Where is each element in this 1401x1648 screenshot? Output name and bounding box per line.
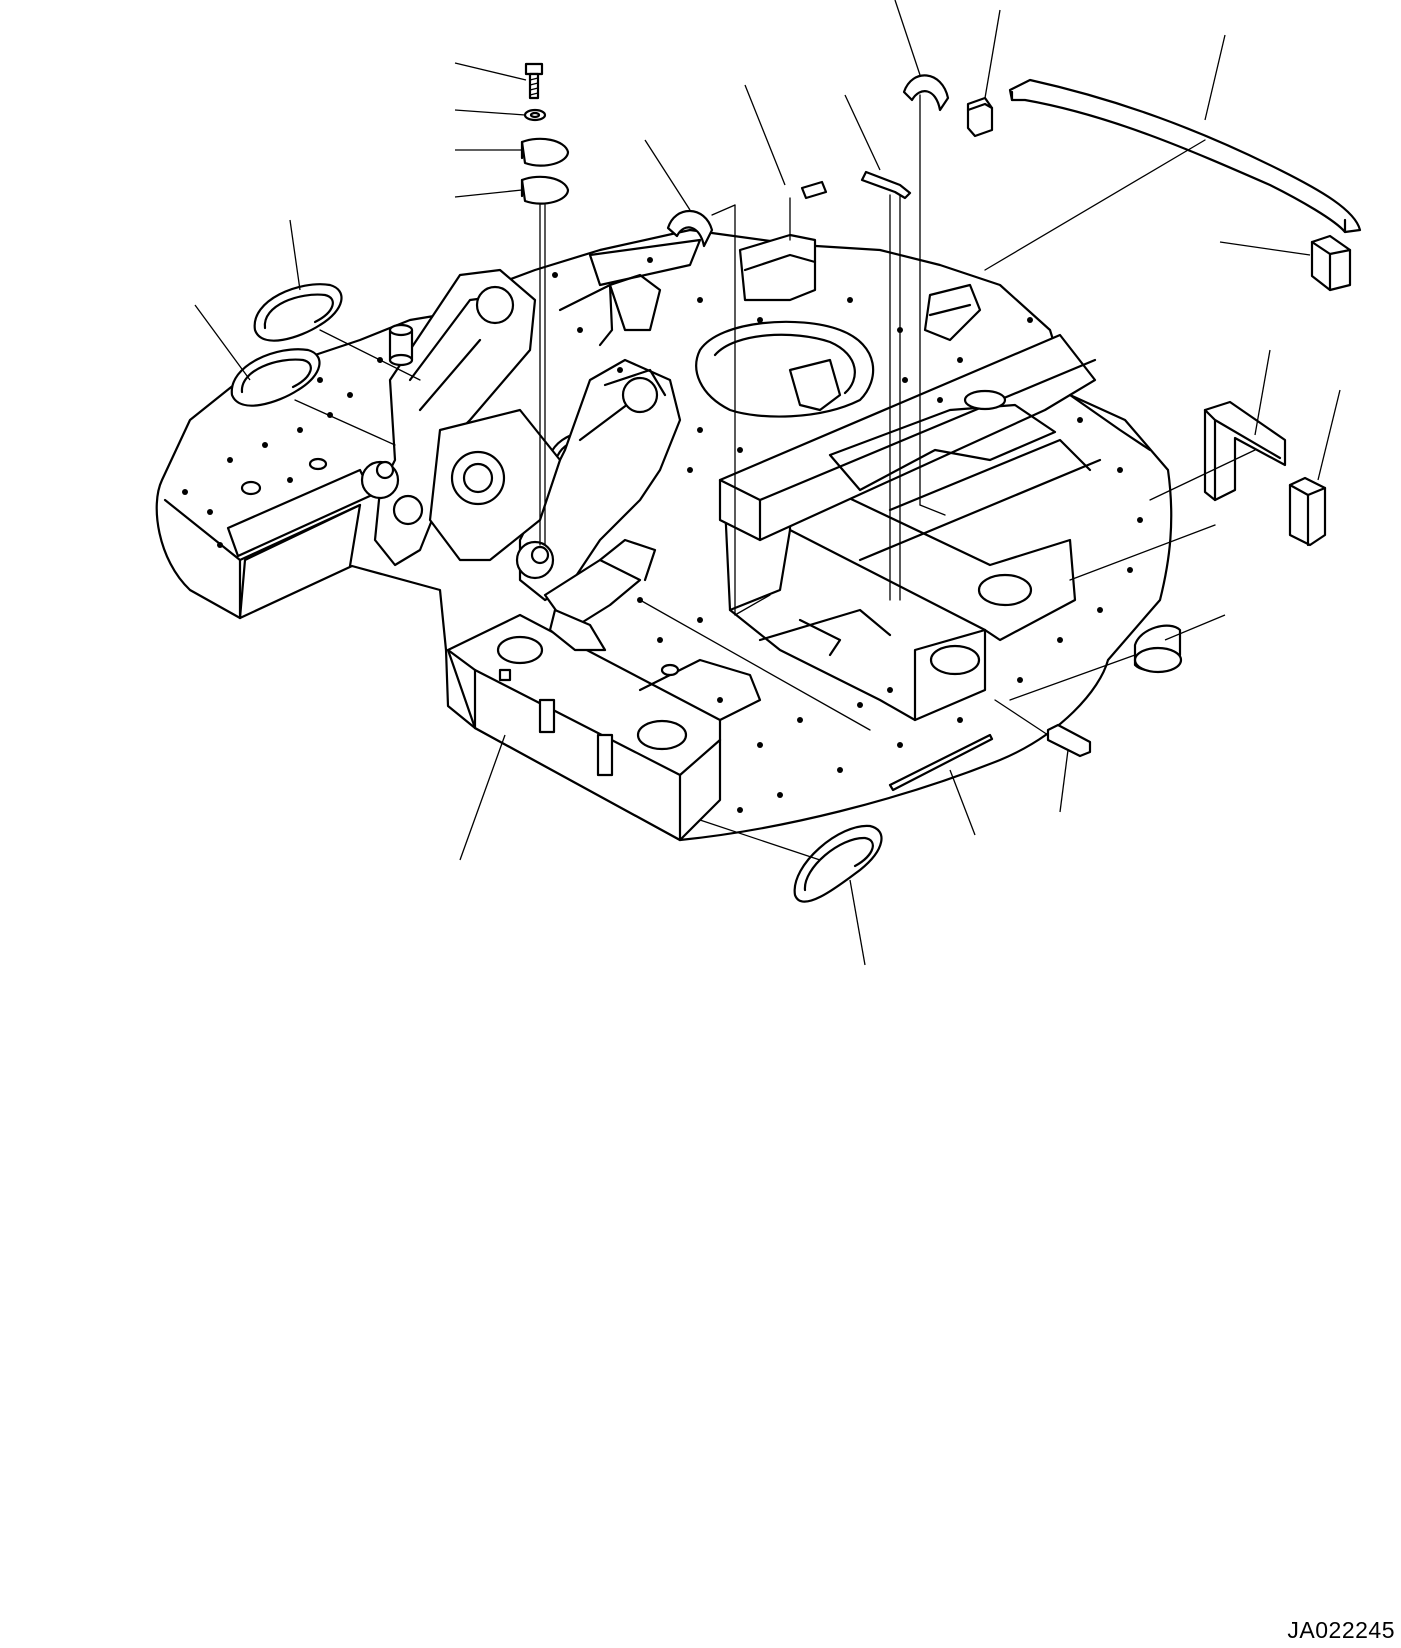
l-shaped-bracket — [1203, 400, 1287, 502]
floor-boss-3 — [660, 663, 680, 677]
bracket-right-pin-hole-top — [621, 376, 659, 414]
tool-box-port-1 — [496, 635, 544, 665]
small-clip — [800, 180, 828, 200]
drawing-code: JA022245 — [1287, 1617, 1395, 1643]
bolt-part — [524, 62, 544, 100]
cover-plate-upper — [520, 137, 570, 167]
rubber-pad-right — [1310, 234, 1352, 292]
floor-boss-2 — [240, 480, 262, 496]
bracket-left-pin-hole-top — [475, 285, 515, 325]
tool-box-slot-2 — [596, 733, 614, 777]
cover-plate-lower — [520, 175, 570, 205]
small-key — [1046, 723, 1092, 758]
washer-part — [523, 108, 547, 122]
oval-seal-lower-left — [230, 348, 321, 407]
bracket-foot — [548, 608, 607, 652]
center-cavity — [695, 320, 875, 418]
rear-box-port-3 — [929, 644, 981, 676]
arc-clamp-top — [902, 74, 950, 112]
long-curved-strip — [1008, 78, 1362, 234]
bent-strip — [860, 170, 912, 200]
bracket-left-boss — [392, 494, 424, 526]
center-block — [788, 358, 842, 412]
leader-lines — [194, 0, 1341, 966]
tool-box-port-2 — [636, 719, 688, 751]
rear-right-bracket — [923, 283, 982, 342]
tool-box-slot-1 — [538, 698, 556, 734]
revolving-frame — [155, 228, 1173, 842]
assembly-guide-lines — [294, 94, 1256, 861]
arc-clamp-left — [666, 210, 714, 248]
rear-box-port-2 — [977, 573, 1033, 607]
floor-boss-1 — [308, 457, 328, 471]
thin-rod — [888, 733, 994, 792]
oval-seal-bottom — [793, 824, 883, 903]
girder-boss — [963, 389, 1007, 411]
inner-girder-plate — [828, 403, 1057, 492]
rubber-block-right — [1288, 476, 1327, 547]
cylindrical-bushing — [1133, 624, 1183, 674]
small-block-top — [966, 96, 994, 138]
tool-box-tab — [498, 668, 512, 682]
oval-seal-upper-left — [253, 283, 343, 342]
floor-bolt-holes — [182, 257, 1143, 813]
